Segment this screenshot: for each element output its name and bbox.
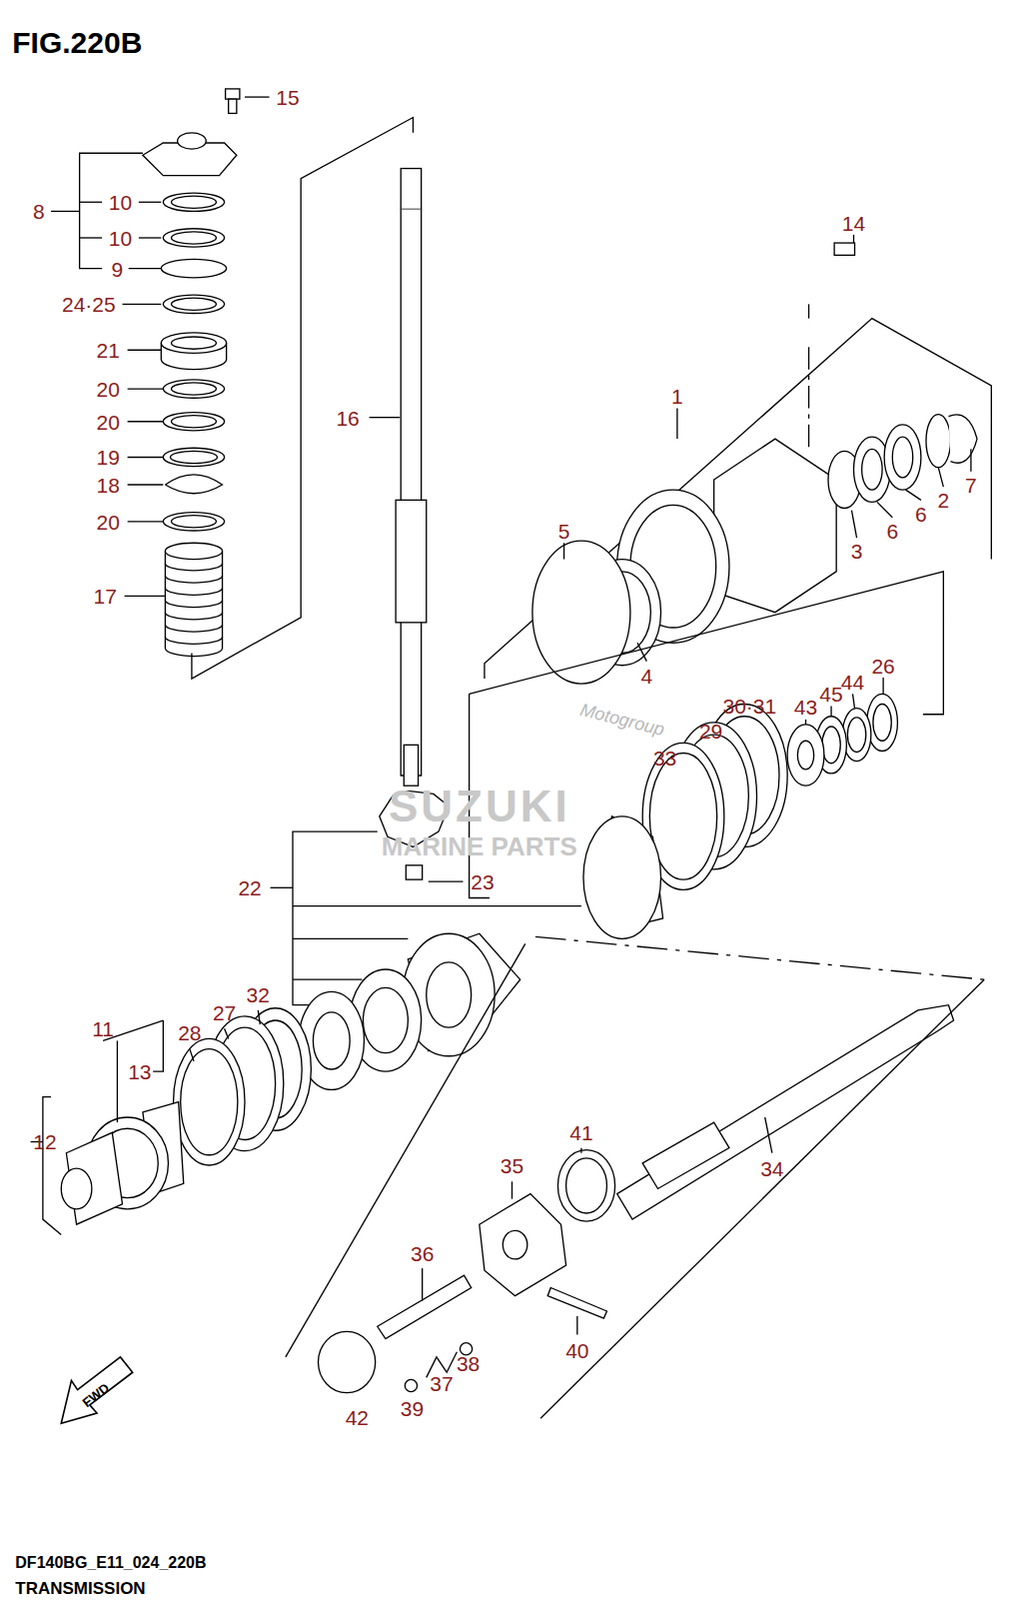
callout-number: 11 [91,1018,114,1039]
callout-number: 12 [32,1130,56,1152]
figure-caption: TRANSMISSION [14,1578,145,1596]
callout-number: 43 [794,696,818,718]
callout-number: 28 [177,1022,201,1043]
callout-number: 18 [96,473,120,495]
callout-number: 20 [96,510,120,532]
callout-number: 9 [111,257,124,279]
drawing-code: DF140BG_E11_024_220B [14,1554,206,1571]
callout-number: 6 [886,519,899,541]
watermark: Motogroup [578,700,667,739]
callout-number: 1 [671,385,684,407]
callout-number: 7 [965,473,978,495]
callout-number: 2 [938,489,951,511]
callout-number: 33 [653,746,677,768]
callout-number: 32 [246,984,270,1006]
callout-number: 36 [410,1241,434,1263]
callout-number: 23 [470,871,494,893]
callout-number: 5 [558,519,571,541]
callout-number: 21 [96,339,120,361]
callout-number: 14 [842,211,866,233]
callout-number: 39 [400,1396,424,1418]
callout-number: 44 [841,670,865,692]
callout-number: 38 [456,1351,480,1373]
callout-number: 19 [96,446,120,468]
callout-number: 41 [569,1121,593,1143]
callout-number: 4 [640,664,653,686]
callout-number: 22 [237,877,261,899]
callout-number: 6 [915,502,928,524]
callout-number: 17 [92,585,116,607]
watermark: SUZUKI [388,784,571,829]
callout-number: 35 [500,1153,524,1175]
callout-number: 37 [429,1372,453,1394]
callout-number: 40 [565,1338,589,1360]
callout-number: 15 [275,85,299,107]
callout-number: 45 [819,683,843,705]
callout-number: 20 [96,410,120,432]
callout-number: 8 [32,200,45,222]
callout-number: 3 [851,540,864,562]
callout-number: 29 [699,719,723,741]
callout-number: 26 [871,654,895,676]
callout-number: 42 [345,1406,369,1428]
callout-number: 20 [96,377,120,399]
watermark: MARINE PARTS [381,833,578,860]
callout-number: 24·25 [61,293,116,315]
callout-number: 34 [760,1156,784,1178]
callout-number: 27 [212,1001,236,1023]
callout-number: 10 [108,226,132,248]
callout-number: 30·31 [723,695,778,717]
callout-number: 10 [108,191,132,213]
callout-number: 13 [127,1059,151,1081]
figure-title: FIG.220B [11,27,142,58]
callout-number: 16 [335,406,359,428]
